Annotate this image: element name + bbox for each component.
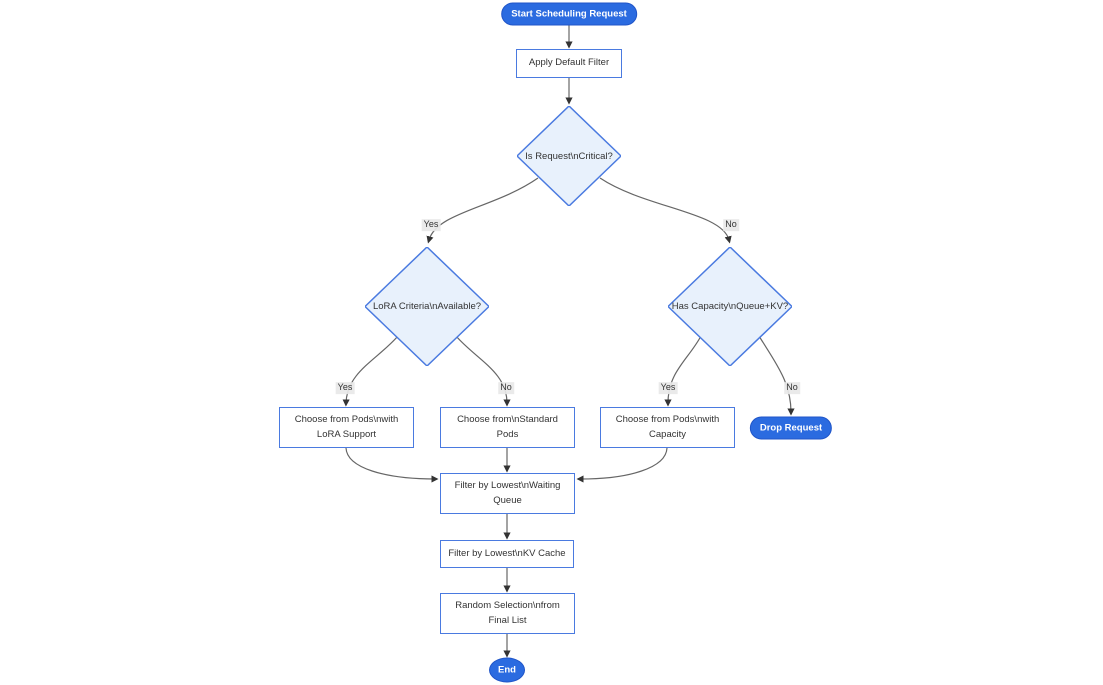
node-apply-default-filter: Apply Default Filter [516, 49, 622, 78]
node-random-selection: Random Selection\nfrom Final List [440, 593, 575, 634]
edge-label-capacity-no: No [784, 382, 800, 394]
decision-diamond-shape [365, 247, 489, 366]
edge-label-lora-no: No [498, 382, 514, 394]
edge-label-capacity-yes: Yes [658, 382, 678, 394]
node-filter-kv-cache: Filter by Lowest\nKV Cache [440, 540, 574, 568]
edge-critical-no-to-capacity [599, 177, 732, 244]
decision-diamond-shape [517, 106, 621, 206]
decision-label: LoRA Criteria\nAvailable? [372, 301, 482, 312]
edge-lora-no-to-choose-standard [455, 335, 511, 407]
edge-capacity-yes-to-choose-capacity [664, 335, 702, 407]
edge-lora-yes-to-choose-lora [342, 335, 399, 407]
node-has-capacity: Has Capacity\nQueue+KV? [668, 247, 792, 366]
decision-label: Has Capacity\nQueue+KV? [671, 301, 789, 312]
node-filter-waiting-queue: Filter by Lowest\nWaiting Queue [440, 473, 575, 514]
node-end: End [489, 657, 525, 683]
node-lora-criteria-available: LoRA Criteria\nAvailable? [365, 247, 489, 366]
node-drop-request: Drop Request [749, 416, 833, 440]
node-choose-capacity-pods: Choose from Pods\nwith Capacity [600, 407, 735, 448]
edge-choose-capacity-to-filter-waiting [576, 447, 668, 483]
edge-choose-lora-to-filter-waiting [345, 447, 439, 483]
node-choose-standard-pods: Choose from\nStandard Pods [440, 407, 575, 448]
decision-label: Is Request\nCritical? [525, 150, 613, 162]
node-choose-lora-pods: Choose from Pods\nwith LoRA Support [279, 407, 414, 448]
edge-label-lora-yes: Yes [335, 382, 355, 394]
edge-label-critical-no: No [723, 219, 739, 231]
node-start: Start Scheduling Request [501, 2, 637, 26]
decision-diamond-shape [668, 247, 792, 366]
edge-label-critical-yes: Yes [421, 219, 441, 231]
edge-capacity-no-to-drop [758, 335, 795, 416]
edge-critical-yes-to-lora [426, 177, 539, 244]
node-is-request-critical: Is Request\nCritical? [517, 106, 621, 206]
